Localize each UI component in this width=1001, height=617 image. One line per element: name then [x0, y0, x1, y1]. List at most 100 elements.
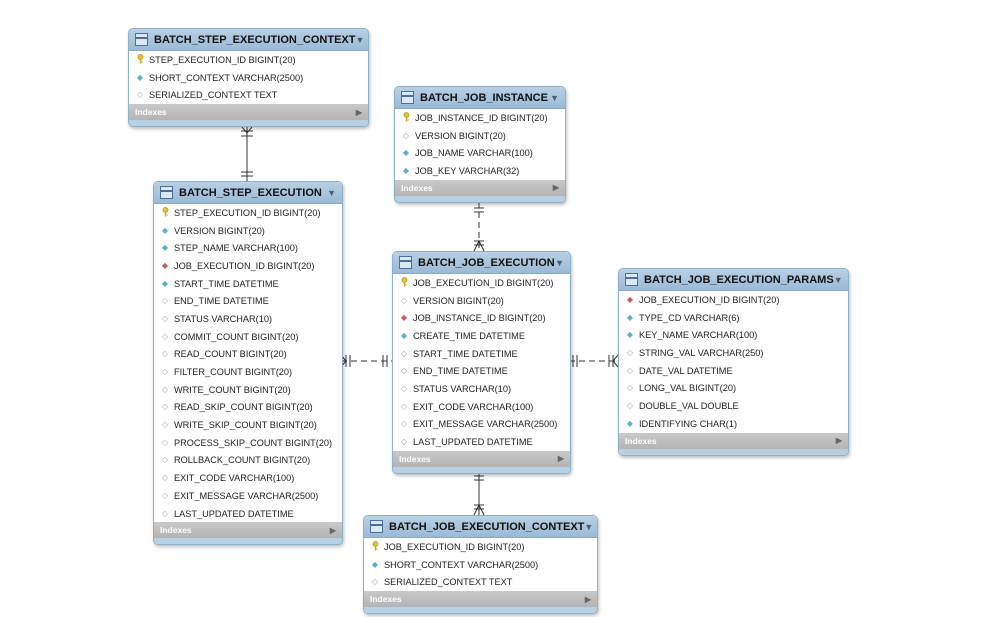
column-row[interactable]: ◆JOB_EXECUTION_ID BIGINT(20) [619, 291, 848, 309]
table-name: BATCH_STEP_EXECUTION [179, 186, 322, 199]
table-header[interactable]: BATCH_JOB_INSTANCE▼ [395, 87, 565, 109]
column-row[interactable]: ◆VERSION BIGINT(20) [154, 222, 342, 240]
not-null-diamond-icon: ◆ [626, 330, 634, 340]
column-row[interactable]: ◆TYPE_CD VARCHAR(6) [619, 309, 848, 327]
expand-arrow-icon[interactable]: ▶ [552, 183, 559, 193]
column-row[interactable]: ◇END_TIME DATETIME [393, 362, 570, 380]
column-row[interactable]: ◇VERSION BIGINT(20) [393, 292, 570, 310]
column-row[interactable]: ◇WRITE_SKIP_COUNT BIGINT(20) [154, 416, 342, 434]
column-row[interactable]: ◇ROLLBACK_COUNT BIGINT(20) [154, 452, 342, 470]
column-row[interactable]: ◇PROCESS_SKIP_COUNT BIGINT(20) [154, 434, 342, 452]
column-row[interactable]: ◇WRITE_COUNT BIGINT(20) [154, 381, 342, 399]
table-batch-job-execution-context[interactable]: BATCH_JOB_EXECUTION_CONTEXT▼JOB_EXECUTIO… [363, 515, 598, 615]
column-row[interactable]: ◇FILTER_COUNT BIGINT(20) [154, 363, 342, 381]
column-row[interactable]: ◆JOB_KEY VARCHAR(32) [395, 162, 565, 180]
table-batch-step-execution[interactable]: BATCH_STEP_EXECUTION ▼ STEP_EXECUTION_ID B… [153, 181, 343, 546]
nullable-diamond-icon: ◇ [161, 508, 169, 518]
table-batch-job-execution-params[interactable]: BATCH_JOB_EXECUTION_PARAMS▼◆JOB_EXECUTIO… [618, 268, 849, 456]
column-row[interactable]: ◆IDENTIFYING CHAR(1) [619, 415, 848, 433]
table-header[interactable]: BATCH_JOB_EXECUTION▼ [393, 252, 570, 274]
table-header[interactable]: BATCH_JOB_EXECUTION_PARAMS▼ [619, 269, 848, 291]
indexes-section[interactable]: Indexes▶ [364, 591, 597, 608]
column-row[interactable]: ◇STRING_VAL VARCHAR(250) [619, 344, 848, 362]
column-row[interactable]: ◆JOB_EXECUTION_ID BIGINT(20) [154, 257, 342, 275]
column-row[interactable]: ◇EXIT_CODE VARCHAR(100) [393, 398, 570, 416]
collapse-arrow-icon[interactable]: ▼ [355, 34, 365, 45]
column-definition: WRITE_COUNT BIGINT(20) [174, 384, 291, 395]
column-definition: EXIT_CODE VARCHAR(100) [413, 401, 534, 412]
column-row[interactable]: ◇EXIT_MESSAGE VARCHAR(2500) [393, 416, 570, 434]
column-row[interactable]: ◆STEP_NAME VARCHAR(100) [154, 239, 342, 257]
column-row[interactable]: ◆JOB_NAME VARCHAR(100) [395, 144, 565, 162]
collapse-arrow-icon[interactable]: ▼ [327, 187, 336, 198]
table-batch-step-execution-context[interactable]: BATCH_STEP_EXECUTION_CONTEXT▼STEP_EXECUT… [128, 28, 369, 128]
table-name: BATCH_JOB_INSTANCE [420, 91, 548, 104]
column-definition: END_TIME DATETIME [413, 366, 508, 377]
column-row[interactable]: ◆SHORT_CONTEXT VARCHAR(2500) [129, 69, 368, 87]
key-icon [401, 111, 411, 124]
column-row[interactable]: ◆SHORT_CONTEXT VARCHAR(2500) [364, 556, 597, 574]
column-row[interactable]: ◇LAST_UPDATED DATETIME [393, 433, 570, 451]
column-row[interactable]: ◇COMMIT_COUNT BIGINT(20) [154, 328, 342, 346]
table-footer [395, 195, 565, 202]
column-row[interactable]: ◇STATUS VARCHAR(10) [154, 310, 342, 328]
column-row[interactable]: ◇LAST_UPDATED DATETIME [154, 505, 342, 523]
indexes-section[interactable]: Indexes ▶ [154, 522, 342, 539]
not-null-diamond-icon: ◆ [161, 243, 169, 253]
column-row[interactable]: ◇DATE_VAL DATETIME [619, 362, 848, 380]
column-row[interactable]: ◇END_TIME DATETIME [154, 292, 342, 310]
column-row[interactable]: ◆CREATE_TIME DATETIME [393, 327, 570, 345]
column-row[interactable]: ◇VERSION BIGINT(20) [395, 127, 565, 145]
column-definition: JOB_INSTANCE_ID BIGINT(20) [415, 112, 548, 123]
collapse-arrow-icon[interactable]: ▼ [833, 274, 843, 285]
indexes-section[interactable]: Indexes▶ [619, 432, 848, 449]
column-row[interactable]: ◇START_TIME DATETIME [393, 345, 570, 363]
expand-arrow-icon[interactable]: ▶ [557, 454, 564, 464]
column-row[interactable]: JOB_EXECUTION_ID BIGINT(20) [364, 538, 597, 556]
indexes-section[interactable]: Indexes▶ [129, 104, 368, 121]
column-row[interactable]: ◇SERIALIZED_CONTEXT TEXT [129, 86, 368, 104]
column-row[interactable]: ◇STATUS VARCHAR(10) [393, 380, 570, 398]
column-definition: PROCESS_SKIP_COUNT BIGINT(20) [174, 437, 333, 448]
table-header[interactable]: BATCH_STEP_EXECUTION ▼ [154, 182, 342, 204]
column-definition: ROLLBACK_COUNT BIGINT(20) [174, 455, 311, 466]
column-row[interactable]: ◇LONG_VAL BIGINT(20) [619, 379, 848, 397]
table-header[interactable]: BATCH_JOB_EXECUTION_CONTEXT▼ [364, 516, 597, 538]
column-row[interactable]: JOB_EXECUTION_ID BIGINT(20) [393, 274, 570, 292]
indexes-label: Indexes [160, 525, 192, 536]
not-null-diamond-icon: ◆ [161, 225, 169, 235]
nullable-diamond-icon: ◇ [161, 490, 169, 500]
column-row[interactable]: ◇EXIT_MESSAGE VARCHAR(2500) [154, 487, 342, 505]
column-row[interactable]: JOB_INSTANCE_ID BIGINT(20) [395, 109, 565, 127]
column-definition: DATE_VAL DATETIME [639, 365, 733, 376]
nullable-diamond-icon: ◇ [161, 367, 169, 377]
expand-arrow-icon[interactable]: ▶ [355, 107, 362, 117]
table-batch-job-instance[interactable]: BATCH_JOB_INSTANCE▼JOB_INSTANCE_ID BIGIN… [394, 86, 566, 203]
column-definition: STEP_EXECUTION_ID BIGINT(20) [174, 207, 321, 218]
table-footer [619, 448, 848, 455]
collapse-arrow-icon[interactable]: ▼ [584, 521, 594, 532]
collapse-arrow-icon[interactable]: ▼ [555, 257, 564, 268]
nullable-diamond-icon: ◇ [400, 295, 408, 305]
expand-arrow-icon[interactable]: ▶ [835, 436, 842, 445]
table-header[interactable]: BATCH_STEP_EXECUTION_CONTEXT▼ [129, 29, 368, 51]
column-row[interactable]: STEP_EXECUTION_ID BIGINT(20) [129, 51, 368, 69]
expand-arrow-icon[interactable]: ▶ [584, 594, 591, 604]
column-row[interactable]: ◆KEY_NAME VARCHAR(100) [619, 326, 848, 344]
nullable-diamond-icon: ◇ [400, 437, 408, 447]
column-row[interactable]: ◇READ_SKIP_COUNT BIGINT(20) [154, 399, 342, 417]
not-null-diamond-icon: ◆ [626, 312, 634, 322]
column-definition: SERIALIZED_CONTEXT TEXT [149, 90, 278, 101]
column-row[interactable]: ◇READ_COUNT BIGINT(20) [154, 346, 342, 364]
column-row[interactable]: STEP_EXECUTION_ID BIGINT(20) [154, 204, 342, 222]
column-row[interactable]: ◇EXIT_CODE VARCHAR(100) [154, 469, 342, 487]
indexes-section[interactable]: Indexes▶ [395, 179, 565, 196]
table-batch-job-execution[interactable]: BATCH_JOB_EXECUTION▼JOB_EXECUTION_ID BIG… [392, 251, 571, 474]
collapse-arrow-icon[interactable]: ▼ [550, 92, 559, 103]
indexes-section[interactable]: Indexes▶ [393, 450, 570, 467]
column-row[interactable]: ◇DOUBLE_VAL DOUBLE [619, 397, 848, 415]
column-row[interactable]: ◆JOB_INSTANCE_ID BIGINT(20) [393, 309, 570, 327]
expand-arrow-icon[interactable]: ▶ [329, 525, 336, 535]
column-row[interactable]: ◆START_TIME DATETIME [154, 275, 342, 293]
column-row[interactable]: ◇SERIALIZED_CONTEXT TEXT [364, 573, 597, 591]
